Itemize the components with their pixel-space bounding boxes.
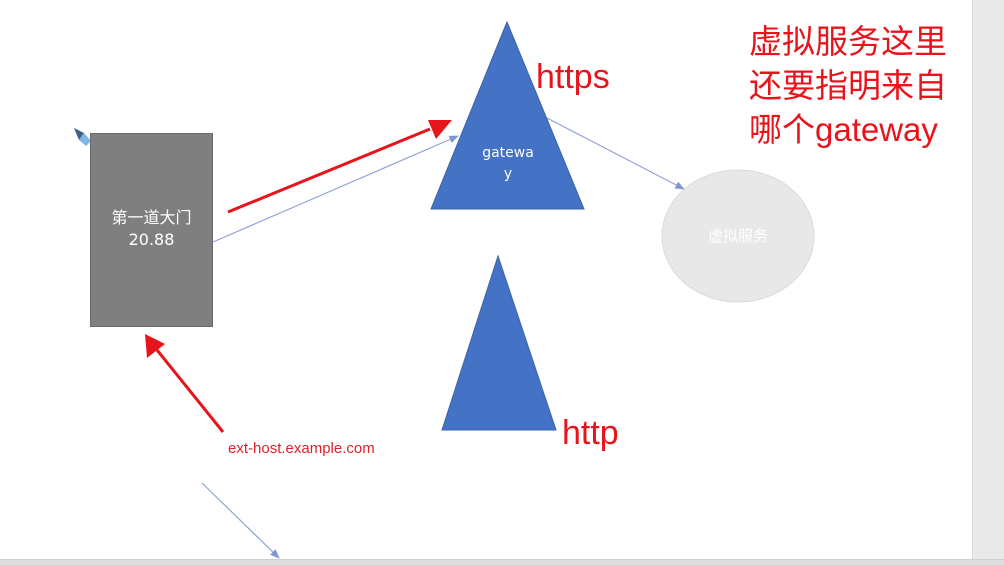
entry-gate-box[interactable] — [90, 133, 213, 327]
https-label: https — [536, 58, 610, 96]
gateway-http-triangle[interactable] — [441, 254, 557, 431]
gateway-https-triangle[interactable] — [430, 20, 585, 210]
virtual-service-label: 虚拟服务 — [707, 227, 768, 245]
red-arrow-to-gateway — [227, 120, 452, 214]
gateway-label: gatewa y — [482, 145, 534, 182]
pen-cursor-icon — [74, 128, 91, 146]
connector-bottom — [201, 482, 280, 559]
http-label: http — [562, 414, 619, 452]
connector-gateway-to-service — [544, 116, 685, 190]
right-panel-edge — [972, 0, 1004, 565]
entry-gate-label: 第一道大门 20.88 — [111, 208, 192, 249]
external-host-label: ext-host.example.com — [228, 440, 375, 457]
bottom-panel-edge — [0, 559, 1004, 565]
connector-gate-to-gateway — [212, 135, 459, 243]
red-arrow-to-gate — [145, 334, 225, 433]
virtual-service-ellipse[interactable] — [661, 169, 815, 303]
annotation-note: 虚拟服务这里 还要指明来自 哪个gateway — [749, 23, 947, 148]
